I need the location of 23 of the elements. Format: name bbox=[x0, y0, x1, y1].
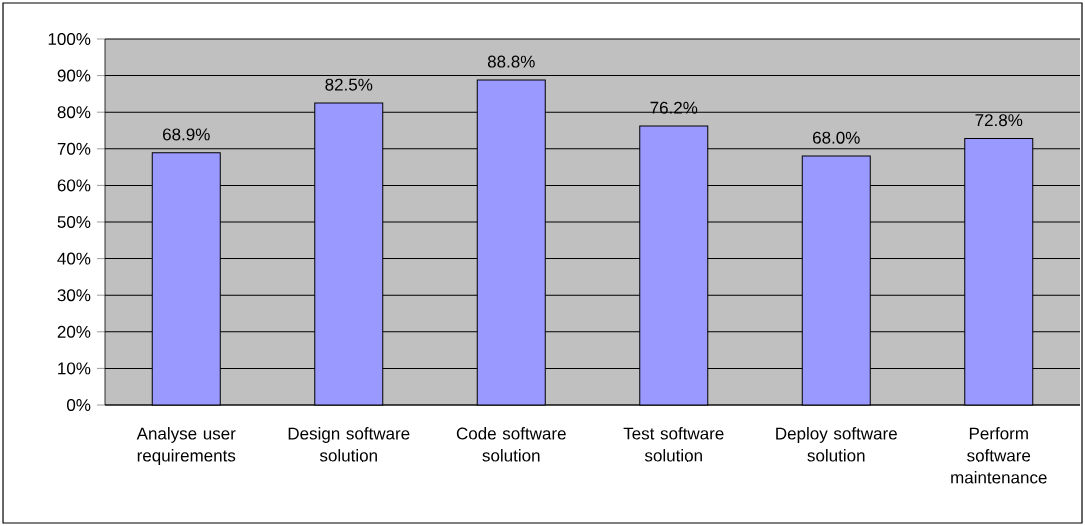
y-tick-label: 90% bbox=[57, 69, 91, 82]
y-tick-label: 40% bbox=[57, 252, 91, 265]
x-tick-label: Design software solution bbox=[288, 427, 410, 462]
value-label: 68.9% bbox=[163, 128, 210, 141]
value-label: 82.5% bbox=[325, 78, 373, 91]
y-tick-label: 10% bbox=[58, 362, 91, 375]
value-label: 72.8% bbox=[975, 114, 1023, 127]
y-tick-label: 30% bbox=[57, 289, 91, 302]
y-tick-label: 50% bbox=[57, 216, 91, 229]
x-tick-label: Analyse user requirements bbox=[136, 427, 236, 465]
y-tick-label: 0% bbox=[67, 399, 91, 412]
value-label: 68.0% bbox=[813, 131, 860, 144]
y-tick-label: 70% bbox=[57, 142, 91, 155]
value-label: 88.8% bbox=[487, 55, 535, 68]
y-tick-label: 20% bbox=[57, 325, 91, 338]
x-tick-label: Test software solution bbox=[623, 427, 724, 462]
x-tick-label: Code software solution bbox=[456, 427, 566, 462]
y-tick-label: 60% bbox=[57, 179, 91, 192]
x-tick-label: Perform software maintenance bbox=[951, 427, 1047, 484]
y-tick-label: 100% bbox=[48, 33, 91, 46]
x-tick-label: Deploy software solution bbox=[776, 427, 897, 462]
y-tick-label: 80% bbox=[57, 106, 91, 119]
value-label: 76.2% bbox=[650, 101, 698, 114]
